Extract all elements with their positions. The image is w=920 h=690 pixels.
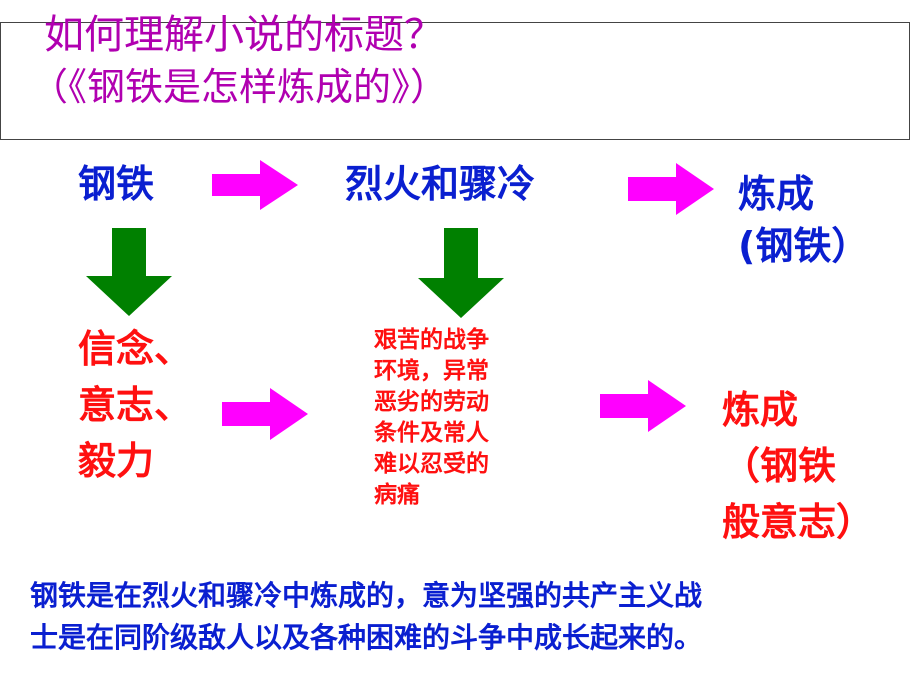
node-forged-steel-line2: (钢铁） (738, 224, 870, 268)
title-box (0, 22, 910, 140)
right-arrow-icon (628, 163, 714, 215)
node-belief-will: 信念、 意志、 毅力 (78, 325, 192, 485)
down-arrow-icon (86, 228, 172, 316)
title-question: 如何理解小说的标题？ (44, 12, 444, 58)
hardship-line: 难以忍受的 (374, 451, 489, 477)
right-arrow-icon (222, 388, 308, 440)
node-belief-line: 信念、 (78, 327, 193, 371)
node-fire-and-cold: 烈火和骤冷 (345, 162, 536, 206)
summary-line: 钢铁是在烈火和骤冷中炼成的，意为坚强的共产主义战 (30, 579, 703, 612)
right-arrow-icon (600, 380, 686, 432)
hardship-line: 恶劣的劳动 (374, 389, 489, 415)
node-hardships: 艰苦的战争 环境，异常 恶劣的劳动 条件及常人 难以忍受的 病痛 (374, 325, 554, 511)
summary-text: 钢铁是在烈火和骤冷中炼成的，意为坚强的共产主义战 士是在同阶级敌人以及各种困难的… (30, 575, 900, 659)
forged-will-line: 炼成 (722, 388, 799, 432)
node-steel: 钢铁 (78, 162, 155, 206)
summary-line: 士是在同阶级敌人以及各种困难的斗争中成长起来的。 (30, 621, 703, 654)
title-book-name: （《钢铁是怎样炼成的》） (30, 65, 449, 109)
hardship-line: 条件及常人 (374, 420, 489, 446)
down-arrow-icon (418, 228, 504, 318)
node-forged-will: 炼成 （钢铁 般意志） (722, 386, 874, 546)
node-belief-line: 毅力 (78, 439, 155, 483)
node-belief-line: 意志、 (78, 383, 193, 427)
right-arrow-icon (212, 160, 298, 210)
forged-will-line: 般意志） (722, 500, 875, 544)
forged-will-line: （钢铁 (722, 444, 837, 488)
node-forged-steel-line1: 炼成 (738, 172, 815, 216)
hardship-line: 艰苦的战争 (374, 327, 489, 353)
hardship-line: 病痛 (374, 482, 420, 508)
hardship-line: 环境，异常 (374, 358, 489, 384)
